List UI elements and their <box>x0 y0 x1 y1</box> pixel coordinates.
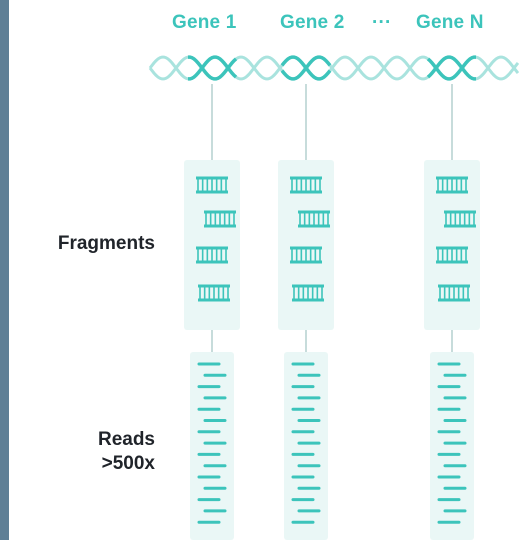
gene-n-fragment-1 <box>436 176 468 194</box>
gene-1-label: Gene 1 <box>172 12 237 33</box>
gene-1-fragment-3 <box>196 246 228 264</box>
gene-n-fragment-4 <box>438 284 470 302</box>
gene-2-label: Gene 2 <box>280 12 345 33</box>
ellipsis-label: ··· <box>372 12 392 33</box>
gene-1-dna-highlight-b <box>188 55 238 81</box>
gene-2-fragment-1 <box>290 176 322 194</box>
gene-2-fragment-3 <box>290 246 322 264</box>
gene-2-fragment-4 <box>292 284 324 302</box>
gene-1-fragment-2 <box>204 210 236 228</box>
reads-label-line2: >500x <box>101 453 155 474</box>
reads-label: Reads >500x <box>40 428 155 476</box>
gene-n-fragment-3 <box>436 246 468 264</box>
gene-n-label: Gene N <box>416 12 484 33</box>
gene-1-fragment-4 <box>198 284 230 302</box>
reads-label-line1: Reads <box>97 429 155 450</box>
gene-n-fragment-2 <box>444 210 476 228</box>
frame-edge <box>0 0 9 540</box>
fragments-label: Fragments <box>57 233 155 254</box>
gene-2-fragment-2 <box>298 210 330 228</box>
gene-2-dna-highlight-b <box>280 55 332 81</box>
gene-1-fragment-1 <box>196 176 228 194</box>
gene-n-dna-highlight-b <box>426 55 476 81</box>
